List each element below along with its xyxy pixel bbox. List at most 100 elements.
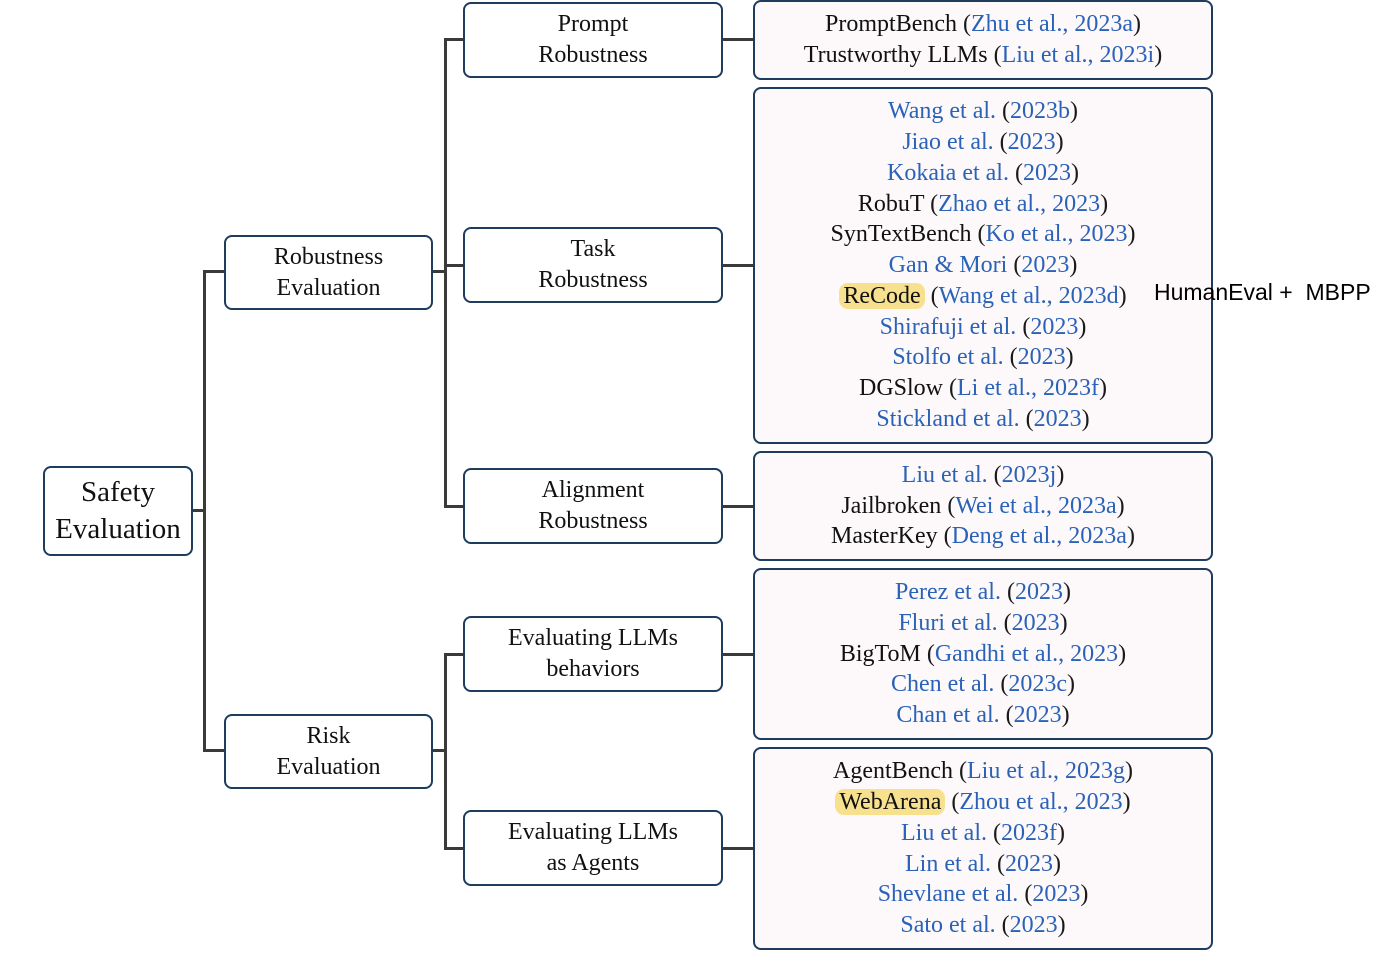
paren-open: ( [1022, 313, 1031, 340]
paren-close: ) [1126, 523, 1135, 550]
paren-open: ( [947, 492, 956, 519]
node-label-line: Robustness [538, 508, 648, 534]
node-label-line: Risk [306, 722, 351, 749]
benchmark-name: Jailbroken [841, 492, 942, 519]
paren-open: ( [949, 375, 958, 402]
citation-link: Deng et al., 2023a [951, 523, 1127, 550]
citation-authors: Wang et al. [887, 98, 1003, 125]
leaf-box-prompt-robustness: PromptBench (Zhu et al., 2023a)Trustwort… [753, 0, 1213, 80]
citation-link: Liu et al., 2023g [967, 758, 1125, 785]
citation-entry: MasterKey (Deng et al., 2023a) [831, 521, 1135, 552]
paren-open: ( [926, 640, 935, 667]
paren-open: ( [1002, 98, 1011, 125]
citation-entry: AgentBench (Liu et al., 2023g) [833, 756, 1133, 787]
citation-link: Liu et al., 2023i [1001, 42, 1155, 68]
node-label-line: Evaluating LLMs [508, 819, 678, 845]
citation-year: 2023 [1011, 609, 1060, 636]
subcategory-node-prompt-robustness: Prompt Robustness [463, 2, 723, 78]
leaf-box-evaluating-llms-as-agents: AgentBench (Liu et al., 2023g)WebArena (… [753, 747, 1213, 950]
highlighted-benchmark-name: WebArena [835, 788, 946, 815]
citation-authors: Kokaia et al. [887, 159, 1015, 186]
citation-year: 2023 [1021, 252, 1070, 279]
category-node-robustness-evaluation: Robustness Evaluation [224, 235, 433, 310]
paren-close: ) [1056, 461, 1065, 488]
paren-close: ) [1081, 406, 1090, 433]
paren-close: ) [1069, 252, 1078, 279]
citation-year: 2023b [1010, 98, 1071, 125]
citation-entry: Jailbroken (Wei et al., 2023a) [841, 491, 1124, 522]
paren-close: ) [1098, 375, 1107, 402]
benchmark-name: DGSlow [859, 375, 944, 402]
paren-open: ( [943, 523, 952, 550]
leaf-box-alignment-robustness: Liu et al. (2023j)Jailbroken (Wei et al.… [753, 451, 1213, 561]
citation-entry: Gan & Mori (2023) [889, 250, 1078, 281]
connector [721, 653, 755, 656]
citation-link: Zhou et al., 2023 [959, 788, 1123, 815]
citation-entry: Chan et al. (2023) [896, 700, 1069, 731]
citation-year: 2023 [1030, 313, 1079, 340]
paren-close: ) [1078, 313, 1087, 340]
citation-link: Zhao et al., 2023 [938, 190, 1101, 217]
citation-authors: Jiao et al. [902, 128, 1000, 155]
paren-open: ( [963, 11, 972, 38]
connector [432, 749, 446, 752]
connector [444, 847, 465, 850]
citation-authors: Shirafuji et al. [879, 313, 1023, 340]
citation-authors: Lin et al. [905, 850, 997, 877]
citation-year: 2023 [1013, 702, 1062, 729]
paren-close: ) [1122, 788, 1131, 815]
paren-close: ) [1052, 850, 1061, 877]
citation-year: 2023 [1033, 406, 1082, 433]
connector [721, 38, 755, 41]
citation-authors: Stickland et al. [876, 406, 1026, 433]
citation-entry: SynTextBench (Ko et al., 2023) [831, 219, 1136, 250]
paren-open: ( [996, 850, 1005, 877]
paren-open: ( [1006, 579, 1015, 605]
citation-authors: Stolfo et al. [892, 344, 1010, 371]
paren-close: ) [1059, 609, 1068, 636]
node-label-line: Evaluating LLMs [508, 625, 678, 651]
paren-close: ) [1154, 42, 1163, 68]
connector [444, 653, 447, 850]
node-label-line: Evaluation [276, 274, 381, 301]
leaf-box-evaluating-llms-behaviors: Perez et al. (2023)Fluri et al. (2023)Bi… [753, 568, 1213, 740]
paren-close: ) [1061, 702, 1070, 729]
paren-close: ) [1066, 671, 1075, 698]
paren-open: ( [1024, 881, 1033, 908]
paren-open: ( [959, 758, 967, 785]
benchmark-name: Trustworthy LLMs [803, 42, 988, 68]
citation-entry: Shevlane et al. (2023) [878, 879, 1089, 910]
citation-entry: BigToM (Gandhi et al., 2023) [840, 639, 1126, 670]
node-label-line: as Agents [546, 850, 640, 876]
paren-close: ) [1116, 492, 1125, 519]
connector [192, 509, 205, 512]
node-label-line: Safety [80, 476, 156, 508]
citation-entry: Liu et al. (2023f) [901, 818, 1065, 849]
benchmark-name: RobuT [857, 190, 925, 217]
citation-year: 2023 [1009, 912, 1058, 939]
citation-entry: WebArena (Zhou et al., 2023) [835, 787, 1131, 818]
citation-entry: Perez et al. (2023) [895, 577, 1071, 608]
connector [444, 38, 447, 508]
citation-entry: Stickland et al. (2023) [876, 404, 1089, 435]
citation-authors: Fluri et al. [898, 609, 1004, 636]
connector [721, 847, 755, 850]
connector [444, 264, 465, 267]
connector [721, 505, 755, 508]
citation-entry: Chen et al. (2023c) [891, 669, 1075, 700]
node-label-line: behaviors [546, 656, 640, 682]
node-label-line: Task [570, 236, 616, 262]
root-node-safety-evaluation: Safety Evaluation [43, 466, 193, 556]
citation-year: 2023 [1017, 344, 1066, 371]
citation-link: Ko et al., 2023 [985, 221, 1128, 248]
paren-open: ( [951, 788, 960, 815]
node-label-line: Robustness [538, 42, 648, 68]
paren-open: ( [930, 190, 939, 217]
paren-open: ( [1000, 671, 1009, 698]
citation-year: 2023 [1032, 881, 1081, 908]
citation-entry: Trustworthy LLMs (Liu et al., 2023i) [804, 40, 1162, 71]
citation-authors: Sato et al. [900, 912, 1002, 939]
citation-entry: DGSlow (Li et al., 2023f) [859, 373, 1107, 404]
paren-close: ) [1062, 579, 1071, 605]
citation-entry: ReCode (Wang et al., 2023d) [839, 281, 1127, 312]
